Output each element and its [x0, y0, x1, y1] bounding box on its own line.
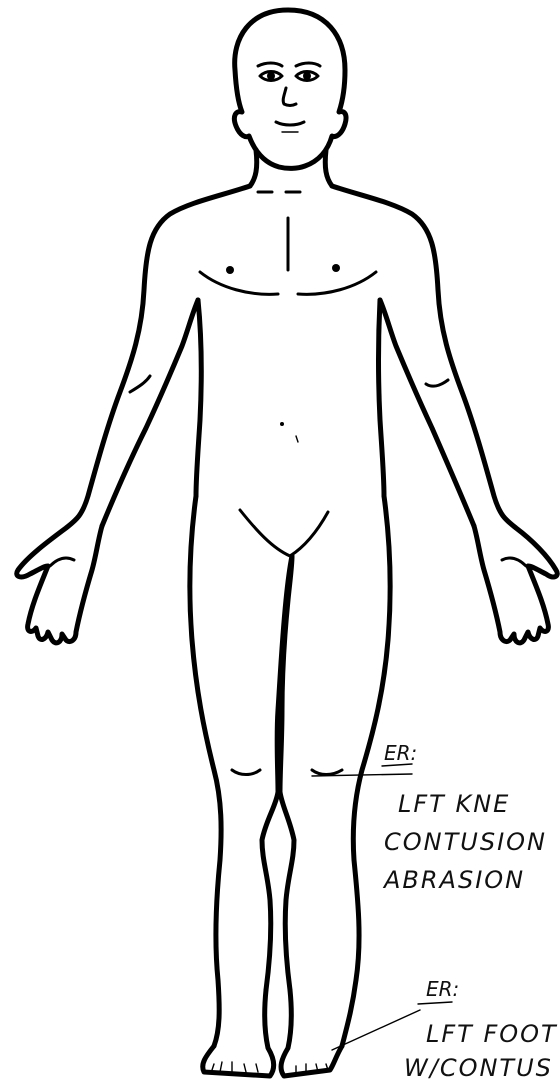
- annotation-foot: ER: LFT FOOT W/CONTUS: [332, 977, 558, 1082]
- knee-annotation-line2: CONTUSION: [384, 828, 547, 856]
- nose: [283, 88, 296, 106]
- foot-annotation-tag: ER:: [426, 977, 459, 1001]
- annotation-knee: ER: LFT KNE CONTUSION ABRASION: [312, 741, 547, 894]
- head: [234, 10, 346, 168]
- knee-annotation-line1: LFT KNE: [398, 790, 510, 818]
- knee-annotation-tag: ER:: [384, 741, 417, 765]
- foot-annotation-line1: LFT FOOT: [426, 1020, 558, 1048]
- mouth: [276, 122, 304, 125]
- foot-annotation-line2: W/CONTUS: [404, 1054, 553, 1082]
- knee-annotation-line3: ABRASION: [382, 866, 525, 894]
- torso-and-limbs: [17, 186, 558, 1076]
- eyes: [258, 63, 320, 81]
